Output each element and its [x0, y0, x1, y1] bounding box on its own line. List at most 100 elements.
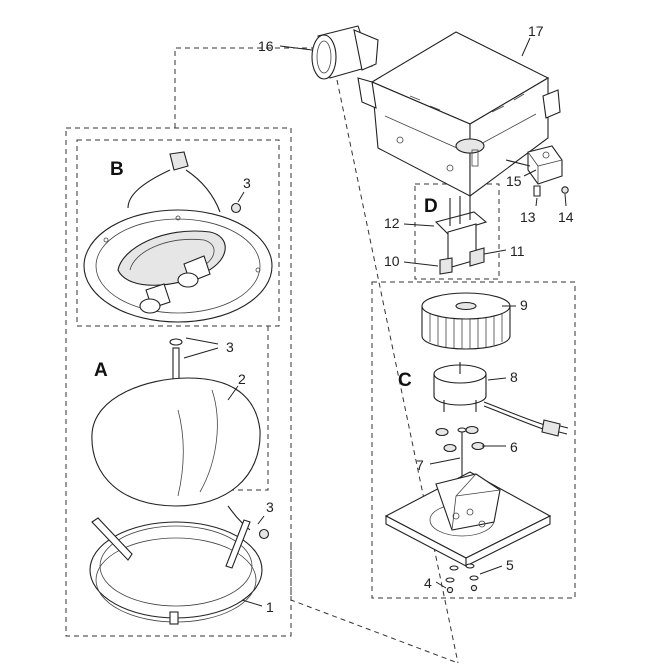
junction-wires	[505, 159, 531, 167]
motor-plug-prongs	[558, 425, 569, 435]
junction-box-edge	[527, 151, 563, 184]
motor-mount-studs	[443, 400, 477, 412]
nut-3-b	[230, 202, 242, 214]
outline-group-a	[65, 127, 292, 637]
duct-collar-front	[311, 34, 337, 80]
blower-wheel	[421, 292, 511, 350]
callout-9: 9	[520, 297, 528, 313]
bracket-plate-12	[434, 211, 488, 235]
callout-13: 13	[520, 209, 536, 225]
group-outlines	[65, 47, 576, 664]
motor	[433, 362, 569, 437]
stud-3	[172, 347, 180, 383]
callout-2: 2	[238, 371, 246, 387]
callout-8: 8	[510, 369, 518, 385]
leader-7	[429, 457, 461, 465]
callout-17: 17	[528, 23, 544, 39]
leader-3a	[183, 337, 219, 359]
leader-11	[483, 249, 507, 255]
screw-14	[561, 186, 569, 194]
plate-hole-1	[466, 508, 474, 516]
leader-8	[487, 377, 507, 381]
group-label-d: D	[424, 196, 438, 217]
leader-17	[521, 37, 531, 57]
light-housing-screw-hole-3	[175, 215, 181, 221]
assembly-path-mid	[228, 326, 269, 491]
leader-15	[523, 169, 537, 177]
housing-outlet	[455, 138, 485, 154]
callout-3-clip: 3	[266, 499, 274, 515]
callout-10: 10	[384, 253, 400, 269]
motor-plug	[541, 419, 561, 437]
housing-knockouts	[409, 93, 525, 113]
light-housing-screw-hole-1	[103, 237, 109, 243]
callout-1: 1	[266, 599, 274, 615]
motor-sides	[433, 374, 487, 396]
washer-5-d	[469, 575, 479, 581]
light-housing	[83, 151, 273, 323]
light-housing-wires	[127, 169, 221, 213]
nut-3-c	[258, 528, 270, 540]
bracket-clip-10	[439, 257, 453, 275]
group-label-a: A	[94, 360, 108, 381]
leader-3b	[237, 191, 245, 203]
leader-5	[479, 565, 503, 575]
junction-box	[505, 145, 569, 197]
bracket-receptacle-11	[469, 247, 485, 267]
lens-2-highlight	[177, 389, 218, 497]
housing	[357, 31, 561, 198]
washer-5-c	[445, 577, 455, 583]
light-housing-reflector-inner	[129, 238, 215, 271]
grommet-6-a	[435, 427, 449, 437]
leader-13	[535, 197, 538, 207]
group-label-b: B	[110, 159, 124, 180]
callout-14: 14	[558, 209, 574, 225]
plate-hole-2	[452, 512, 460, 520]
leader-12	[403, 223, 435, 227]
housing-flange	[357, 77, 377, 109]
outline-group-d	[414, 183, 500, 280]
light-housing-connector	[169, 151, 189, 171]
duct-damper-flap	[353, 29, 379, 71]
group-d-bracket	[434, 196, 488, 275]
light-housing-screw-hole-2	[255, 267, 261, 273]
group-a-parts	[89, 338, 270, 625]
mounting-plate-bracket-lines	[451, 473, 501, 531]
washer-5-a	[449, 565, 459, 571]
duct-collar-inner	[316, 40, 332, 74]
mounting-plate	[384, 471, 552, 567]
housing-mounting-tab	[542, 89, 561, 119]
blower-wheel-blades	[429, 310, 503, 349]
leader-10	[403, 261, 439, 267]
callout-5: 5	[506, 557, 514, 573]
housing-slot	[471, 149, 479, 167]
leader-16	[279, 45, 313, 51]
callout-4: 4	[424, 575, 432, 591]
leader-lines	[183, 37, 567, 607]
housing-hole-1	[396, 136, 404, 144]
callout-12: 12	[384, 215, 400, 231]
light-bulb-1	[139, 298, 161, 314]
group-label-c: C	[398, 370, 412, 391]
junction-box-body	[527, 145, 563, 185]
callout-16: 16	[258, 38, 274, 54]
nut-4-a	[446, 586, 454, 594]
callout-15: 15	[506, 173, 522, 189]
light-bulb-2	[177, 272, 199, 288]
screw-13	[533, 185, 541, 197]
motor-cord-2	[483, 405, 547, 431]
trim-ring-spring-left	[91, 517, 133, 561]
outline-group-c	[371, 281, 576, 599]
motor-cord	[483, 401, 549, 427]
leader-4	[435, 581, 447, 589]
mounting-plate-lip-right	[465, 515, 551, 567]
callout-7: 7	[416, 457, 424, 473]
callout-3-top: 3	[243, 175, 251, 191]
blower-wheel-hub	[455, 301, 477, 311]
outline-group-b	[76, 139, 280, 327]
blower-wheel-edges	[421, 306, 511, 336]
nut-4-b	[470, 584, 478, 592]
leader-14	[564, 193, 567, 207]
light-housing-rim	[95, 218, 261, 314]
